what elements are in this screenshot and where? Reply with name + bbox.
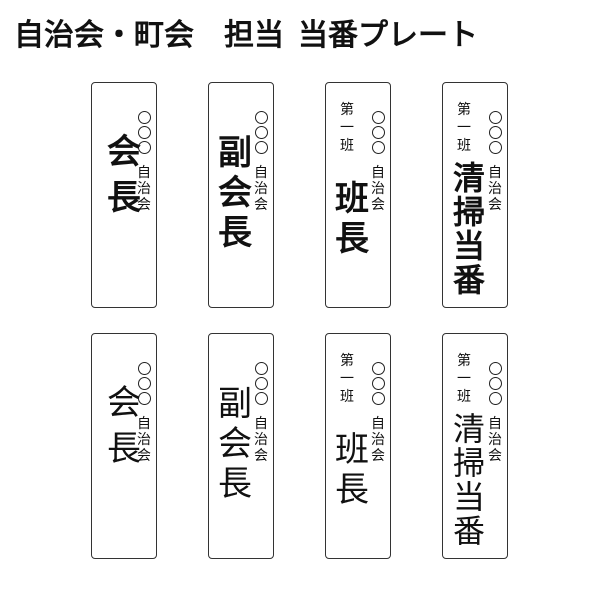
name-placeholder-circles <box>136 111 152 154</box>
plate-seisoutouban-bold: 第一班 自治会 清掃当番 <box>442 82 508 308</box>
circle-icon <box>254 392 268 405</box>
circle-icon <box>371 377 385 390</box>
team-label: 第一班 <box>340 102 354 154</box>
org-label: 自治会 <box>254 165 268 213</box>
circle-icon <box>371 362 385 375</box>
team-label: 第一班 <box>340 353 354 405</box>
role-label: 副会長 <box>218 133 252 253</box>
circle-icon <box>371 141 385 154</box>
role-label: 班長 <box>335 179 369 259</box>
org-label: 自治会 <box>371 165 385 213</box>
org-label: 自治会 <box>488 165 502 213</box>
org-label: 自治会 <box>371 416 385 464</box>
name-placeholder-circles <box>487 362 503 405</box>
org-label: 自治会 <box>137 416 151 464</box>
org-label: 自治会 <box>488 416 502 464</box>
circle-icon <box>488 362 502 375</box>
title-part-3: 当番プレート <box>298 18 478 53</box>
circle-icon <box>137 126 151 139</box>
name-placeholder-circles <box>253 362 269 405</box>
role-label: 会長 <box>107 132 141 218</box>
name-placeholder-circles <box>253 111 269 154</box>
circle-icon <box>137 111 151 124</box>
circle-icon <box>254 111 268 124</box>
circle-icon <box>254 362 268 375</box>
plate-hanchou-regular: 第一班 自治会 班長 <box>325 333 391 559</box>
title-part-1: 自治会・町会 <box>14 18 194 53</box>
circle-icon <box>488 377 502 390</box>
circle-icon <box>254 141 268 154</box>
role-label: 副会長 <box>218 384 252 504</box>
name-placeholder-circles <box>370 111 386 154</box>
circle-icon <box>488 141 502 154</box>
circle-icon <box>371 392 385 405</box>
org-label: 自治会 <box>137 165 151 213</box>
circle-icon <box>371 126 385 139</box>
role-label: 清掃当番 <box>452 159 485 299</box>
page-title: 自治会・町会担当当番プレート <box>14 14 588 58</box>
plate-kaichou-bold: 自治会 会長 <box>91 82 157 308</box>
role-label: 会長 <box>107 383 141 469</box>
team-label: 第一班 <box>457 353 471 405</box>
circle-icon <box>254 126 268 139</box>
name-placeholder-circles <box>487 111 503 154</box>
org-label: 自治会 <box>254 416 268 464</box>
name-placeholder-circles <box>136 362 152 405</box>
plate-fukukaichou-regular: 自治会 副会長 <box>208 333 274 559</box>
name-placeholder-circles <box>370 362 386 405</box>
circle-icon <box>488 126 502 139</box>
circle-icon <box>137 141 151 154</box>
plate-kaichou-regular: 自治会 会長 <box>91 333 157 559</box>
circle-icon <box>371 111 385 124</box>
plate-seisoutouban-regular: 第一班 自治会 清掃当番 <box>442 333 508 559</box>
plate-fukukaichou-bold: 自治会 副会長 <box>208 82 274 308</box>
team-label: 第一班 <box>457 102 471 154</box>
role-label: 班長 <box>335 430 369 510</box>
plate-hanchou-bold: 第一班 自治会 班長 <box>325 82 391 308</box>
circle-icon <box>488 111 502 124</box>
circle-icon <box>254 377 268 390</box>
role-label: 清掃当番 <box>452 410 485 550</box>
circle-icon <box>488 392 502 405</box>
circle-icon <box>137 377 151 390</box>
circle-icon <box>137 362 151 375</box>
title-part-2: 担当 <box>224 18 284 53</box>
circle-icon <box>137 392 151 405</box>
